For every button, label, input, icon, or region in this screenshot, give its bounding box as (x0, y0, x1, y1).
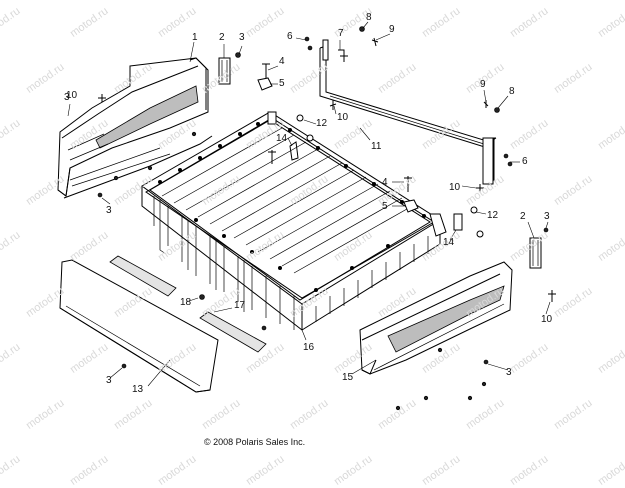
callout-label: 3 (506, 367, 512, 378)
callout-label: 10 (337, 112, 349, 123)
callout-label: 10 (541, 314, 553, 325)
callout-label: 8 (509, 86, 515, 97)
callout-label: 2 (520, 211, 526, 222)
callout-label: 10 (66, 90, 78, 101)
callout-label: 12 (487, 210, 499, 221)
callout-label: 1 (192, 32, 198, 43)
callout-label: 17 (234, 300, 246, 311)
callout-label: 9 (480, 79, 486, 90)
callout-label: 6 (287, 31, 293, 42)
callout-label: 4 (382, 177, 388, 188)
callout-label: 6 (522, 156, 528, 167)
callout-label: 18 (180, 297, 192, 308)
callout-label: 3 (106, 375, 112, 386)
bracket-right (529, 237, 542, 269)
callout-label: 3 (64, 92, 70, 103)
front-bracket (319, 39, 497, 185)
callout-label: 11 (371, 141, 382, 152)
callout-label: 3 (106, 205, 112, 216)
callout-label: 2 (219, 32, 225, 43)
hardware (97, 26, 556, 411)
copyright-notice: © 2008 Polaris Sales Inc. (204, 437, 306, 447)
bracket-left-top (218, 57, 231, 85)
exploded-view-drawing (57, 21, 556, 411)
seal-strip-upper (109, 255, 177, 297)
callout-label: 16 (303, 342, 315, 353)
left-side-rail (57, 57, 213, 199)
callout-label: 14 (443, 237, 455, 248)
callout-label: 13 (132, 384, 144, 395)
callout-label: 5 (382, 201, 388, 212)
leader-lines (67, 21, 551, 387)
callout-label: 3 (239, 32, 245, 43)
bracket-end-plate (482, 137, 494, 185)
callout-label: 14 (276, 133, 288, 144)
cargo-box (141, 111, 447, 332)
callout-label: 8 (366, 12, 372, 23)
callout-label: 7 (338, 28, 344, 39)
callout-label: 12 (316, 118, 328, 129)
callout-label: 9 (389, 24, 395, 35)
rear-panel (59, 259, 219, 393)
callout-label: 5 (279, 78, 285, 89)
callout-label: 10 (449, 182, 461, 193)
callout-label: 3 (544, 211, 550, 222)
right-side-rail (359, 261, 513, 375)
callout-label: 15 (342, 372, 354, 383)
callout-label: 4 (279, 56, 285, 67)
seal-strip-lower (199, 311, 267, 353)
